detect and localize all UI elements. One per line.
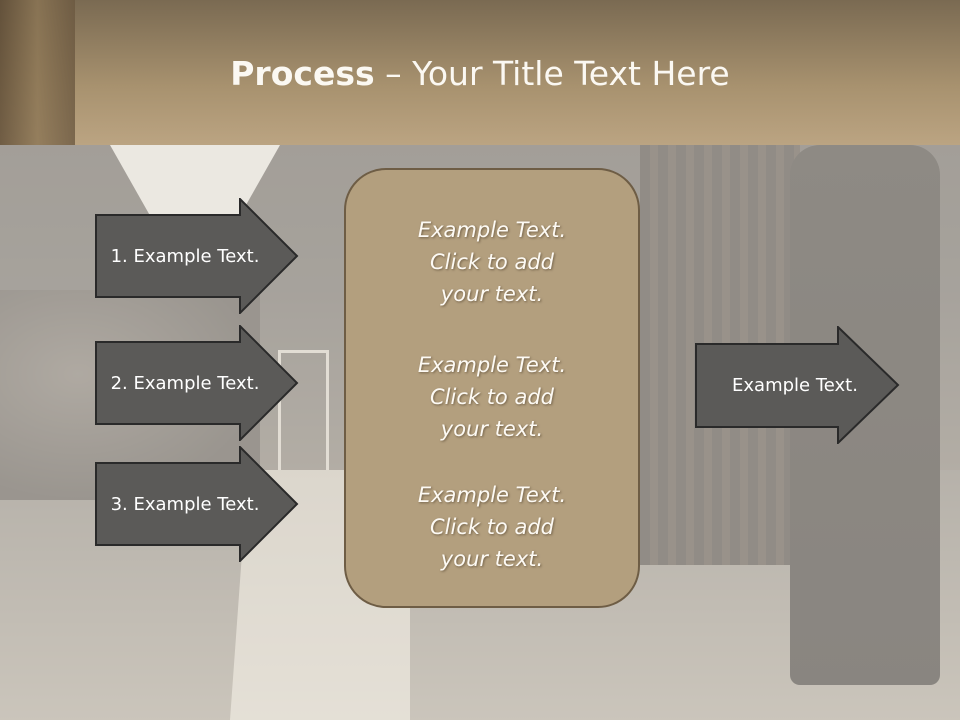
process-step-arrow-2[interactable]: 2. Example Text. [95, 325, 299, 441]
text-block-3[interactable]: Example Text. Click to add your text. [346, 479, 638, 575]
text-block-1[interactable]: Example Text. Click to add your text. [346, 214, 638, 310]
step-label: 2. Example Text. [110, 372, 260, 394]
result-arrow[interactable]: Example Text. [695, 326, 900, 444]
center-text-box[interactable]: Example Text. Click to add your text. Ex… [344, 168, 640, 608]
title-rest: – Your Title Text Here [374, 54, 730, 93]
slide-title[interactable]: Process – Your Title Text Here [0, 52, 960, 96]
text-line: Example Text. [417, 353, 567, 377]
text-line: Click to add [429, 515, 554, 539]
title-bold: Process [230, 54, 375, 93]
step-label: 3. Example Text. [110, 493, 260, 515]
title-band [0, 0, 960, 145]
step-label: 1. Example Text. [110, 245, 260, 267]
text-block-2[interactable]: Example Text. Click to add your text. [346, 349, 638, 445]
text-line: Click to add [429, 250, 554, 274]
text-line: Example Text. [417, 218, 567, 242]
result-label: Example Text. [732, 374, 858, 396]
text-line: Click to add [429, 385, 554, 409]
text-line: Example Text. [417, 483, 567, 507]
process-step-arrow-3[interactable]: 3. Example Text. [95, 446, 299, 562]
process-step-arrow-1[interactable]: 1. Example Text. [95, 198, 299, 314]
text-line: your text. [440, 282, 544, 306]
text-line: your text. [440, 547, 544, 571]
title-band-accent [0, 0, 75, 145]
text-line: your text. [440, 417, 544, 441]
